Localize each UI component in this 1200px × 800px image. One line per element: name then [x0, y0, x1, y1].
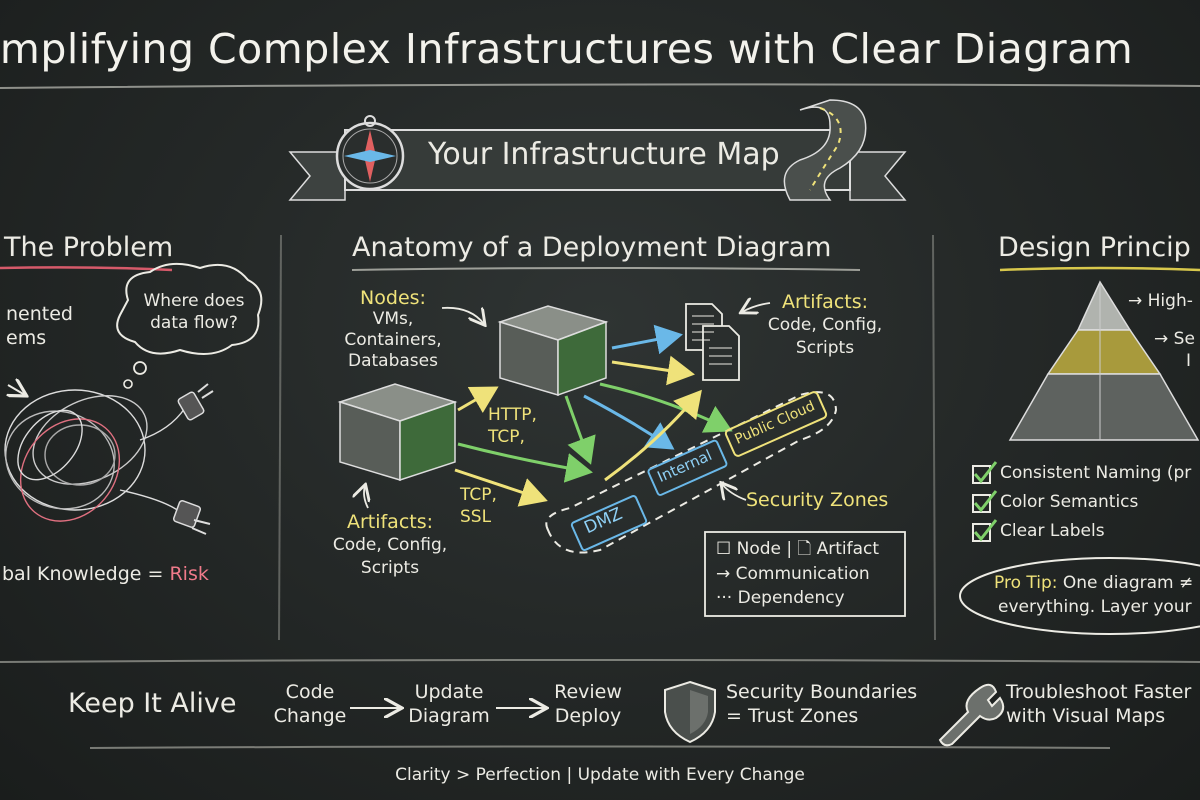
legend-line-1: ☐ Node | 🗋 Artifact — [716, 539, 880, 559]
nodes-line-1: VMs, — [372, 309, 414, 329]
step-3-line-1: Review — [554, 681, 622, 703]
design-heading: Design Princip — [998, 232, 1191, 263]
tangled-cables-icon — [4, 378, 186, 522]
anatomy-underline — [351, 267, 861, 271]
pyramid-icon — [1008, 280, 1200, 441]
banner-ribbon — [288, 129, 907, 201]
risk-label: Risk — [169, 563, 209, 585]
node-cube-top — [497, 305, 609, 397]
pro-tip-ellipse — [959, 557, 1200, 635]
artifacts-bottom-line-2: Scripts — [360, 558, 420, 578]
security-boundaries-line-1: Security Boundaries — [726, 681, 918, 703]
thought-bubble-icon — [116, 262, 263, 389]
artifacts-top-label: Artifacts: — [781, 291, 869, 313]
compass-icon — [335, 115, 405, 191]
zone-box-internal — [647, 439, 728, 496]
bubble-line-2: data flow? — [150, 313, 238, 333]
footer-top-line — [0, 659, 1200, 663]
nodes-line-2: Containers, — [344, 330, 442, 350]
step-1-line-1: Code — [285, 681, 335, 703]
pyramid-top-label: → High- — [1128, 291, 1193, 311]
checkbox-icons — [972, 461, 998, 542]
zone-box-public — [724, 391, 828, 457]
divider-right — [932, 234, 936, 641]
tagline: Clarity > Perfection | Update with Every… — [395, 765, 805, 785]
title-underline — [0, 83, 1200, 89]
protocol-2-line-2: SSL — [460, 507, 492, 527]
artifacts-bottom-line-1: Code, Config, — [332, 535, 448, 555]
zone-box-dmz — [570, 495, 648, 551]
troubleshoot-line-1: Troubleshoot Faster — [1006, 681, 1192, 703]
banner-text: Your Infrastructure Map — [428, 137, 780, 172]
protocol-1-line-1: HTTP, — [488, 405, 537, 425]
problem-fragment-2: ems — [6, 327, 47, 349]
artifact-documents-icon — [685, 303, 740, 381]
pyramid-mid-label: → Se — [1154, 329, 1195, 349]
step-2-line-2: Diagram — [408, 705, 490, 727]
legend-line-2: → Communication — [716, 564, 870, 584]
legend-line-3: ··· Dependency — [716, 588, 845, 608]
knowledge-label: bal Knowledge = — [2, 563, 164, 585]
keep-it-alive: Keep It Alive — [68, 688, 237, 719]
node-cube-left — [337, 383, 458, 482]
page-title: implifying Complex Infrastructures with … — [0, 25, 1134, 73]
footer-bottom-line — [89, 745, 1111, 749]
design-underline — [999, 266, 1200, 272]
problem-fragment-1: nented — [6, 303, 73, 325]
step-2-line-1: Update — [414, 681, 484, 703]
pro-tip-label: Pro Tip: — [994, 573, 1058, 593]
pro-tip-line-1: Pro Tip: One diagram ≠ — [994, 573, 1194, 594]
protocol-2-line-1: TCP, — [460, 485, 497, 505]
nodes-line-3: Databases — [348, 351, 438, 371]
check-1: Consistent Naming (pr — [1000, 463, 1192, 483]
pro-tip-line-2: everything. Layer your — [998, 597, 1192, 617]
protocol-1-line-2: TCP, — [488, 427, 525, 447]
road-icon — [783, 99, 867, 201]
artifacts-top-line-2: Scripts — [795, 338, 855, 358]
troubleshoot-line-2: with Visual Maps — [1006, 705, 1166, 727]
tribal-knowledge-text: bal Knowledge = Risk — [2, 563, 209, 586]
artifacts-top-line-1: Code, Config, — [767, 315, 883, 335]
wrench-icon — [938, 683, 1005, 747]
problem-heading: The Problem — [4, 232, 174, 263]
step-1-line-2: Change — [273, 705, 347, 727]
problem-underline — [0, 266, 173, 272]
step-3-line-2: Deploy — [554, 705, 622, 727]
pyramid-low-label: I — [1186, 351, 1192, 371]
security-zone-boundary — [545, 391, 838, 554]
divider-left — [278, 234, 282, 641]
check-3: Clear Labels — [1000, 521, 1105, 541]
plug-icon — [172, 383, 214, 535]
shield-icon — [664, 680, 716, 744]
artifacts-bottom-label: Artifacts: — [346, 511, 434, 533]
security-zones-label: Security Zones — [746, 489, 889, 511]
check-2: Color Semantics — [1000, 492, 1139, 512]
security-boundaries-line-2: = Trust Zones — [726, 705, 859, 727]
anatomy-heading: Anatomy of a Deployment Diagram — [352, 232, 832, 263]
bubble-line-1: Where does — [143, 291, 245, 311]
legend-box — [704, 531, 906, 617]
pro-tip-text-1: One diagram ≠ — [1062, 573, 1194, 593]
nodes-label: Nodes: — [360, 287, 426, 309]
